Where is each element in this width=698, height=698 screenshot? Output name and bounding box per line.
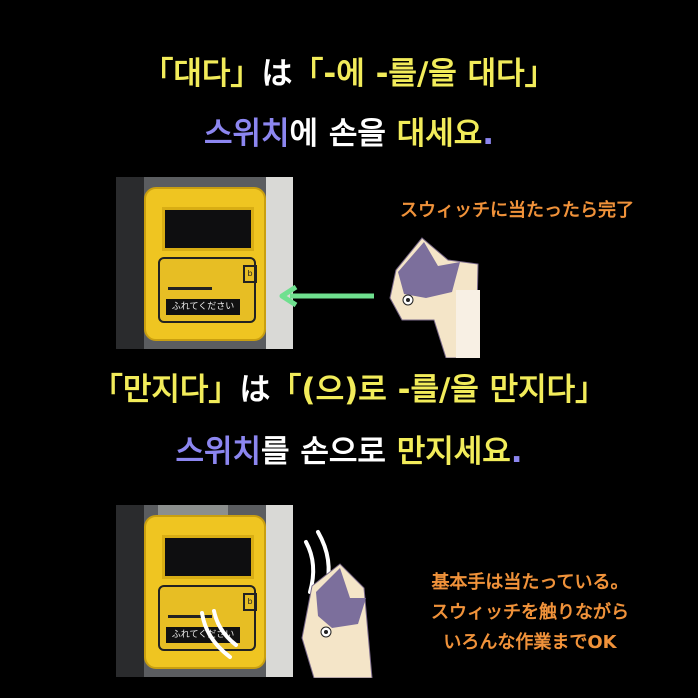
example-sentence-manjida: 스위치를 손으로 만지세요. [0,426,698,471]
sentence2-period: . [510,434,523,470]
sentence2-particle: 를 [261,434,290,470]
caption2-line2: スウィッチを触りながら [431,602,629,623]
sentence2-verb: 만지세요 [396,434,511,470]
title-daeda-word: 「대다」 [142,56,262,92]
push-button-box: b ふれてください [144,187,266,341]
title-manjida-pattern: 「(으)로 -를/을 만지다」 [270,372,607,408]
sentence1-hand: 손을 [318,116,397,152]
caption-touch-complete: スウィッチに当たったら完了 [400,200,634,221]
caption2-line1: 基本手は当たっている。 [431,572,629,593]
button-display [162,535,254,579]
signal-pole [116,177,144,349]
crosswalk-button-photo-2: b ふれてください [116,505,293,677]
title-manjida-particle: は [239,372,271,408]
title-daeda: 「대다」は「-에 -를/을 대다」 [0,48,698,93]
title-manjida: 「만지다」は「(으)로 -를/을 만지다」 [0,364,698,409]
sentence1-switch: 스위치 [203,116,290,152]
button-display [162,207,254,251]
sentence1-period: . [482,116,495,152]
crosswalk-stripe [266,505,293,677]
sentence2-hand: 손으로 [289,434,397,470]
pedestrian-icon [168,265,212,290]
title-daeda-pattern: 「-에 -를/을 대다」 [292,56,556,92]
sentence1-verb: 대세요 [396,116,483,152]
character-touching-illustration [301,530,373,678]
caption2-line3: いろんな作業までOK [443,632,617,653]
arrow-left-icon [279,284,374,308]
push-button-box: b ふれてください [144,515,266,669]
character-illustration [389,237,480,358]
caption-touch-working: 基本手は当たっている。 スウィッチを触りながら いろんな作業までOK [380,568,680,658]
button-tag: b [243,593,257,611]
sentence2-switch: 스위치 [175,434,261,470]
title-daeda-particle: は [261,56,293,92]
touch-motion-icon [200,609,238,659]
crosswalk-stripe [266,177,293,349]
button-label: ふれてください [166,299,240,315]
button-tag: b [243,265,257,283]
title-manjida-word: 「만지다」 [91,372,240,408]
sentence1-particle: 에 [289,116,319,152]
push-button-panel: b ふれてください [158,257,257,323]
example-sentence-daeda: 스위치에 손을 대세요. [0,108,698,153]
crosswalk-button-photo-1: b ふれてください [116,177,293,349]
pedestrian-icon [168,593,212,618]
signal-pole [116,505,144,677]
